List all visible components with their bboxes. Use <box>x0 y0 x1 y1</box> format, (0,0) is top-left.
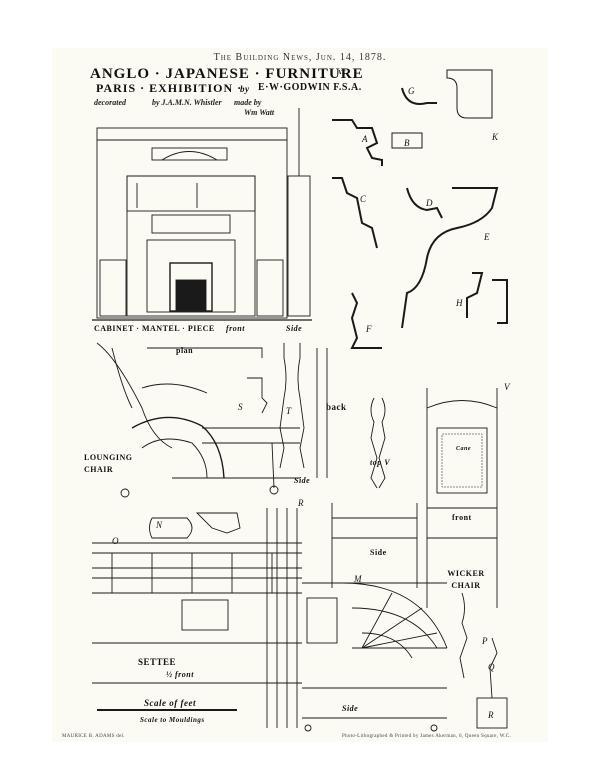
label-wicker-side: Side <box>370 548 387 557</box>
label-settee-half-front: ½ front <box>166 670 194 679</box>
settee-drawing <box>92 508 302 728</box>
letter-n: N <box>156 520 163 530</box>
letter-d: D <box>426 198 433 208</box>
letter-m: M <box>354 574 362 584</box>
label-settee-side: Side <box>342 704 359 713</box>
letter-r: R <box>298 498 304 508</box>
credit-made-by: made by <box>234 98 262 107</box>
drawing-sheet: The Building News, Jun. 14, 1878. ANGLO … <box>52 48 548 742</box>
letter-s: S <box>238 402 243 412</box>
label-cabinet-mantel-piece: CABINET · MANTEL · PIECE <box>94 324 215 333</box>
moulding-profiles <box>332 69 508 349</box>
credit-decorated-by: by J.A.M.N. Whistler <box>152 98 222 107</box>
letter-k: K <box>492 132 499 142</box>
letter-h: H <box>456 298 463 308</box>
label-lounging-side: Side <box>294 476 311 485</box>
footer-left: MAURICE B. ADAMS del. <box>62 734 125 739</box>
title-author: E·W·GODWIN F.S.A. <box>258 82 362 93</box>
letter-v: V <box>504 382 510 392</box>
lounging-chair-drawing <box>96 342 300 498</box>
line-drawing <box>92 69 508 732</box>
letter-g: G <box>408 86 415 96</box>
label-lounging-chair: LOUNGING CHAIR <box>84 453 133 474</box>
label-plan: plan <box>176 346 194 355</box>
title-by: by <box>240 84 250 94</box>
label-wicker-front: front <box>452 513 472 522</box>
credit-decorated: decorated <box>94 98 126 107</box>
footer-right: Photo-Lithographed & Printed by James Ak… <box>342 734 511 739</box>
label-scale-of-feet: Scale of feet <box>144 698 196 708</box>
title-line-2: PARIS · EXHIBITION · <box>96 81 243 95</box>
letter-b: B <box>404 138 410 148</box>
title-line-1: ANGLO · JAPANESE · FURNITURE <box>90 66 364 82</box>
letter-o: O <box>112 536 119 546</box>
credit-maker: Wm Watt <box>244 108 275 117</box>
letter-r-bottom: R <box>488 710 494 720</box>
label-top-v: top V <box>370 458 391 467</box>
label-settee: SETTEE <box>138 657 177 667</box>
letter-a: A <box>362 134 368 144</box>
settee-side-drawing <box>302 582 508 732</box>
letter-c: C <box>360 194 367 204</box>
label-cabinet-front: front <box>226 324 245 333</box>
cabinet-mantel-piece-drawing <box>92 108 312 321</box>
letter-p: P <box>482 636 488 646</box>
turned-legs <box>279 343 386 489</box>
wicker-chair-drawing <box>331 388 498 608</box>
label-wicker-chair: WICKER CHAIR <box>447 569 485 590</box>
title-at: AT <box>337 70 346 76</box>
label-back: back <box>326 402 347 412</box>
letter-t: T <box>286 406 292 416</box>
journal-header: The Building News, Jun. 14, 1878. <box>213 52 387 63</box>
label-cabinet-side: Side <box>286 324 303 333</box>
letter-e: E <box>484 232 490 242</box>
label-cane: Cane <box>456 446 472 452</box>
letter-f: F <box>366 324 372 334</box>
letter-q: Q <box>488 662 495 672</box>
label-scale-to-mouldings: Scale to Mouldings <box>140 716 205 724</box>
